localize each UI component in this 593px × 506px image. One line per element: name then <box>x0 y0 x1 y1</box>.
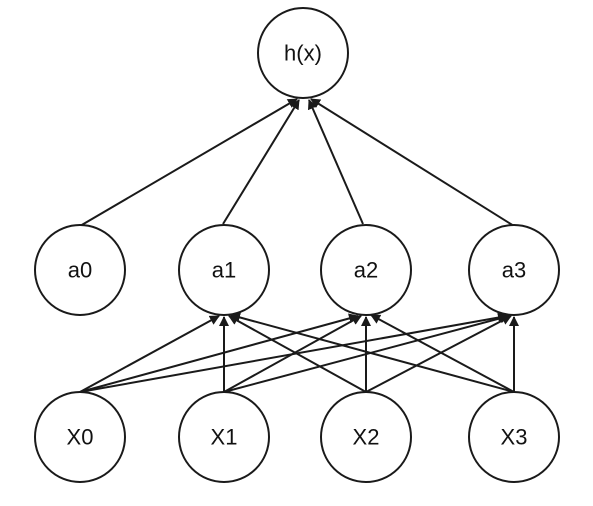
edge-a3-to-hx <box>310 98 515 227</box>
hidden-node: a2 <box>320 224 412 316</box>
input-node-label: X3 <box>501 425 528 450</box>
input-node-label: X2 <box>353 425 380 450</box>
hidden-node-circle <box>468 224 560 316</box>
hidden-node-circle <box>178 224 270 316</box>
hidden-to-output-edges <box>79 98 515 227</box>
input-node-circle <box>320 391 412 483</box>
hidden-node: a1 <box>178 224 270 316</box>
input-node: X2 <box>320 391 412 483</box>
input-node: X3 <box>468 391 560 483</box>
hidden-node-label: a3 <box>502 258 526 283</box>
input-node-circle <box>178 391 270 483</box>
edge-x3-to-a1 <box>230 312 515 393</box>
edge-x2-to-a1 <box>228 315 367 393</box>
input-node-label: X1 <box>211 425 238 450</box>
input-node-circle <box>34 391 126 483</box>
hidden-node-circle <box>34 224 126 316</box>
hidden-node: a0 <box>34 224 126 316</box>
edge-x0-to-a2 <box>79 313 359 393</box>
output-node-circle <box>257 7 349 99</box>
edge-a0-to-hx <box>79 98 298 227</box>
input-node-label: X0 <box>67 425 94 450</box>
hidden-node-label: a1 <box>212 258 236 283</box>
edge-a2-to-hx <box>308 99 364 225</box>
output-node-label: h(x) <box>284 41 322 66</box>
input-layer: X0 X1 X2 X3 <box>34 391 560 483</box>
hidden-node-label: a0 <box>68 258 92 283</box>
hidden-node: a3 <box>468 224 560 316</box>
hidden-layer: a0 a1 a2 a3 <box>34 224 560 316</box>
edge-x2-to-a3 <box>365 315 512 393</box>
hidden-node-label: a2 <box>354 258 378 283</box>
edge-x3-to-a2 <box>370 314 515 393</box>
input-node: X1 <box>178 391 270 483</box>
input-to-hidden-edges <box>79 312 519 393</box>
hidden-node-circle <box>320 224 412 316</box>
edge-a1-to-hx <box>222 99 300 225</box>
output-node: h(x) <box>257 7 349 99</box>
input-node: X0 <box>34 391 126 483</box>
edge-x0-to-a1 <box>79 315 220 393</box>
input-node-circle <box>468 391 560 483</box>
edge-x1-to-a2 <box>223 315 362 393</box>
